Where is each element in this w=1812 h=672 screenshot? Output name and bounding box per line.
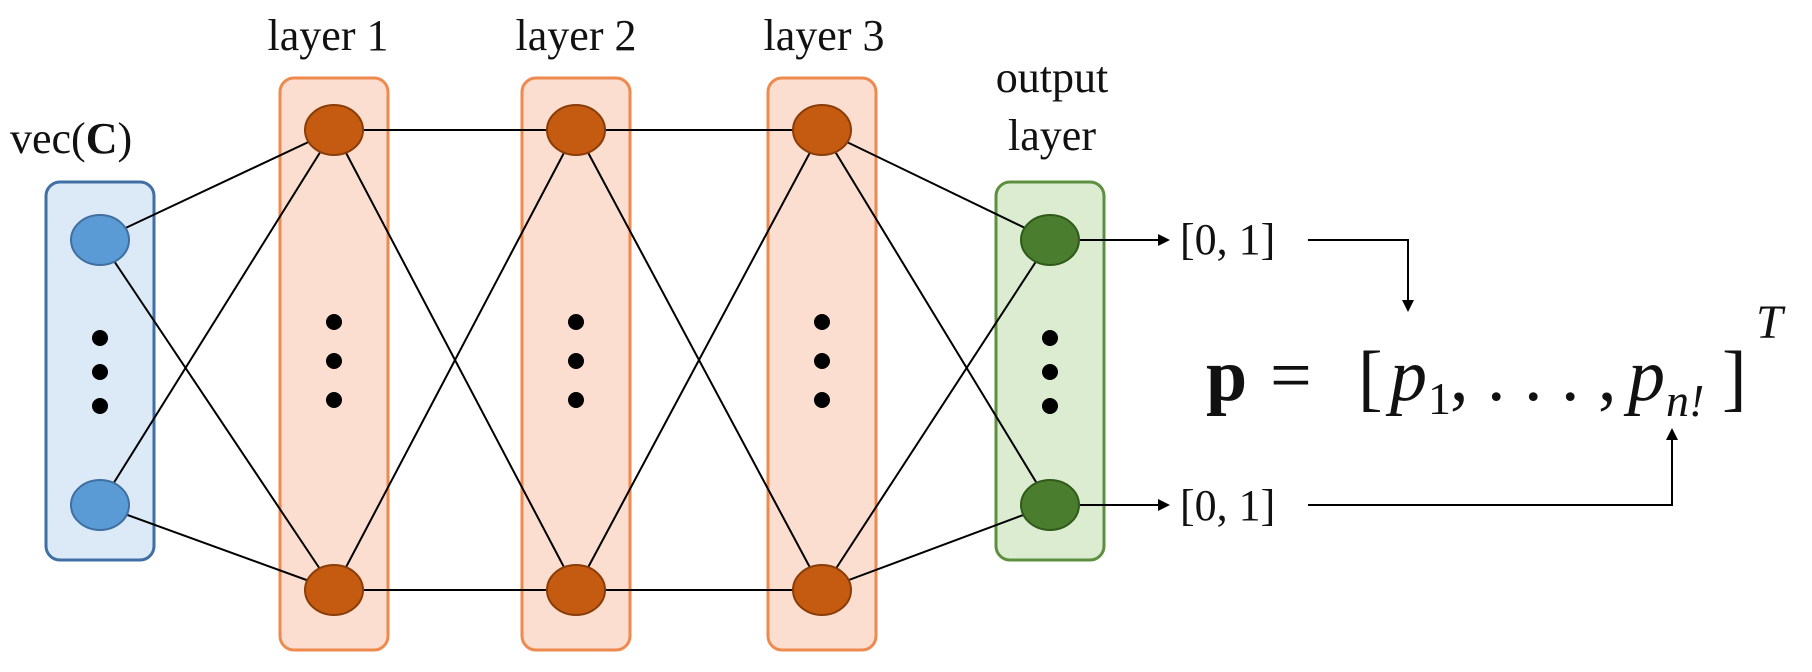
output-label-line1: output [996,53,1108,102]
svg-text:T: T [1756,296,1786,349]
svg-text:[: [ [1358,337,1383,419]
svg-text:p: p [1623,335,1665,417]
svg-text:p: p [1206,335,1247,417]
input-ellipsis [92,330,108,414]
probability-vector-formula: p = [ p 1 , . . . , p n! ] T [1206,296,1786,426]
layer2-node-bottom [546,564,606,616]
layer1-node-bottom [304,564,364,616]
output-range-top: [0, 1] [1180,215,1275,264]
input-label: vec(C) [10,114,132,163]
layer3-ellipsis [814,314,830,408]
output-node-bottom [1020,479,1080,531]
connections [99,129,1051,591]
svg-text:1: 1 [1428,373,1451,424]
layer1-node-top [304,104,364,156]
svg-text:]: ] [1722,337,1747,419]
output-ellipsis [1042,330,1058,414]
layer2-ellipsis [568,314,584,408]
output-range-bottom: [0, 1] [1180,481,1275,530]
layer1-label: layer 1 [268,11,389,60]
layer3-node-top [792,104,852,156]
layer2-label: layer 2 [516,11,637,60]
input-node-bottom [70,479,130,531]
output-node-top [1020,214,1080,266]
svg-text:=: = [1270,335,1312,417]
svg-text:, . . . ,: , . . . , [1450,335,1617,417]
output-label-line2: layer [1008,111,1096,160]
layer3-node-bottom [792,564,852,616]
input-node-top [70,214,130,266]
output-arrows [1080,234,1678,511]
layer3-label: layer 3 [764,11,885,60]
layer1-ellipsis [326,314,342,408]
svg-text:p: p [1385,335,1427,417]
svg-text:n!: n! [1666,375,1704,426]
layer2-node-top [546,104,606,156]
